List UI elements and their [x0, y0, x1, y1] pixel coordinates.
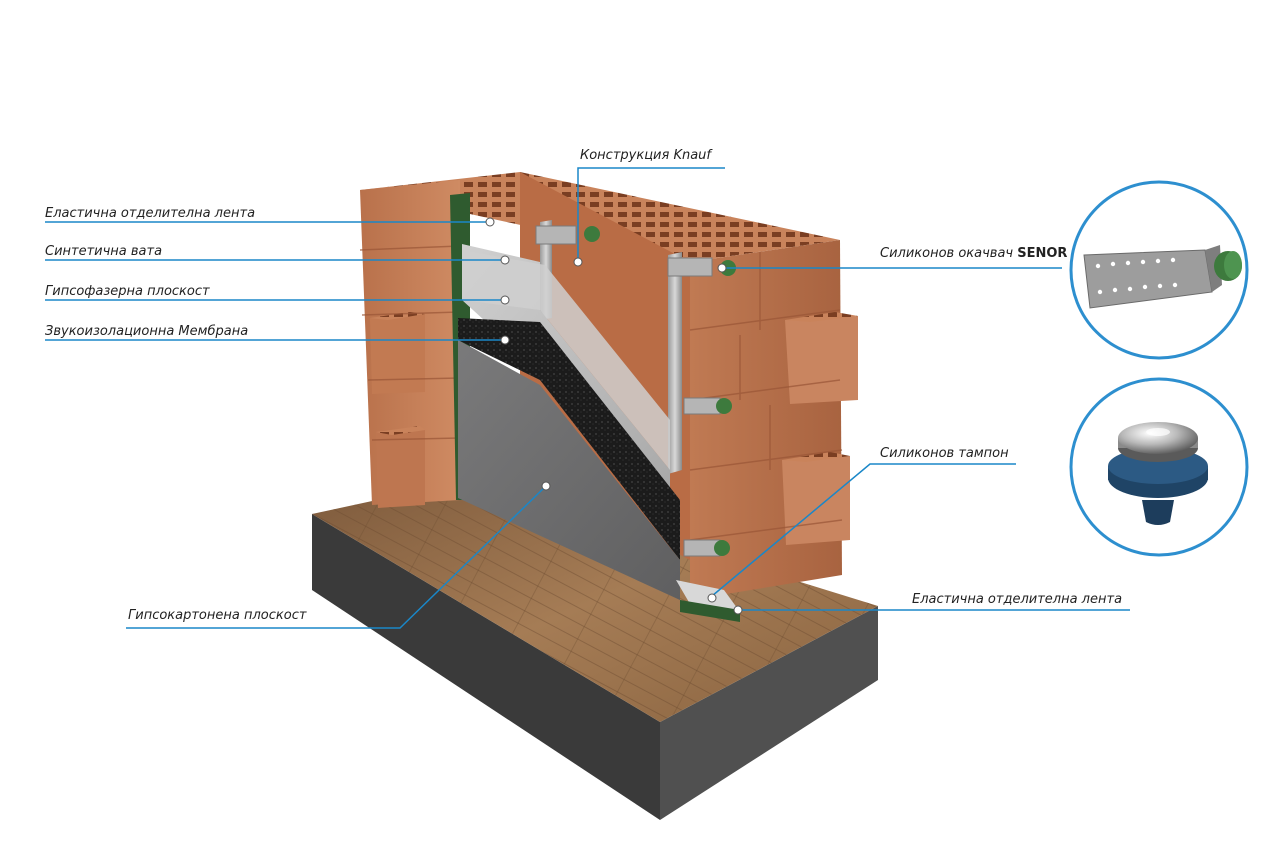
label-sound-membrane: Звукоизолационна Мембрана — [45, 324, 249, 339]
gypsum-board — [458, 340, 680, 600]
senor-brand: SENOR — [1017, 246, 1068, 261]
wooden-floor — [312, 480, 878, 722]
label-gypsum-fiber: Гипсофазерна плоскост — [45, 284, 210, 299]
leader-lines — [45, 167, 1130, 629]
silicone-pad-icon — [1069, 377, 1249, 557]
label-synthetic-wool: Синтетична вата — [45, 244, 163, 259]
label-silicone-pad: Силиконов тампон — [880, 446, 1009, 461]
label-senor-hanger: Силиконов окачвач SENOR — [880, 246, 1067, 262]
label-elastic-tape-bottom: Еластична отделителна лента — [912, 592, 1123, 607]
elastic-tape-floor — [680, 600, 740, 622]
silicone-hanger-icon — [1069, 180, 1249, 360]
senor-prefix: Силиконов окачвач — [880, 246, 1014, 261]
label-gypsum-board: Гипсокартонена плоскост — [128, 608, 307, 623]
concrete-slab — [312, 514, 878, 820]
leader-dots — [485, 217, 743, 615]
sound-membrane — [458, 318, 680, 560]
label-knauf-construction: Конструкция Knauf — [580, 148, 711, 163]
label-elastic-tape-top: Еластична отделителна лента — [45, 206, 256, 221]
